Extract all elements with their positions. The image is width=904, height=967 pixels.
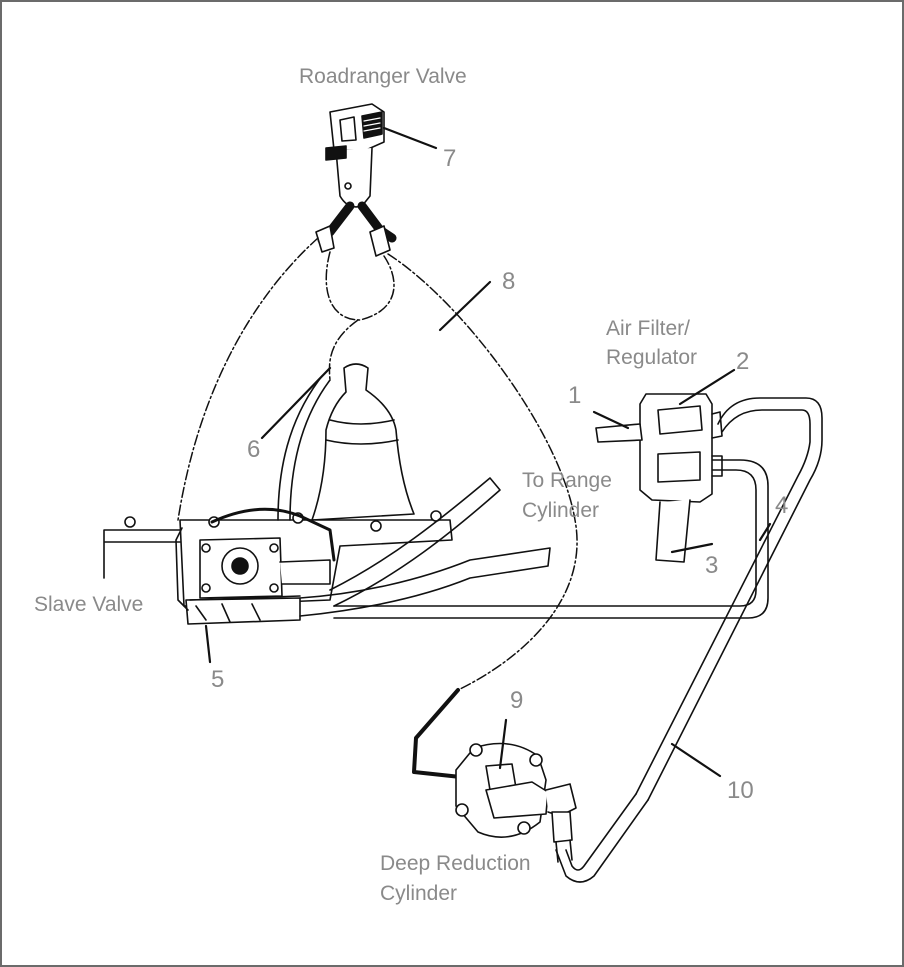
deep-reduction-label-line2: Cylinder (380, 882, 458, 905)
callout-1: 1 (568, 382, 582, 409)
to-range-label-line1: To Range (522, 469, 612, 492)
callout-8: 8 (502, 268, 516, 295)
callout-9: 9 (510, 687, 524, 714)
callout-2: 2 (736, 348, 750, 375)
callout-5: 5 (211, 666, 225, 693)
to-range-label-line2: Cylinder (522, 499, 600, 522)
air-filter-label-line2: Regulator (606, 346, 698, 369)
slave-valve-label: Slave Valve (34, 593, 144, 616)
callout-7: 7 (443, 145, 457, 172)
line-9 (412, 688, 472, 780)
roadranger-valve (315, 103, 397, 257)
line-10 (555, 793, 649, 883)
leader-lines (204, 126, 772, 778)
roadranger-valve-label: Roadranger Valve (299, 65, 467, 88)
deep-reduction-cylinder (455, 742, 577, 863)
callout-10: 10 (727, 777, 754, 804)
line-6 (210, 507, 336, 562)
transmission (103, 363, 453, 625)
callout-6: 6 (247, 436, 261, 463)
air-filter-regulator (595, 393, 823, 801)
deep-reduction-label-line1: Deep Reduction (380, 852, 531, 875)
callout-4: 4 (775, 492, 789, 519)
air-lines (177, 237, 578, 691)
callout-3: 3 (705, 552, 719, 579)
air-filter-label-line1: Air Filter/ (606, 317, 690, 340)
